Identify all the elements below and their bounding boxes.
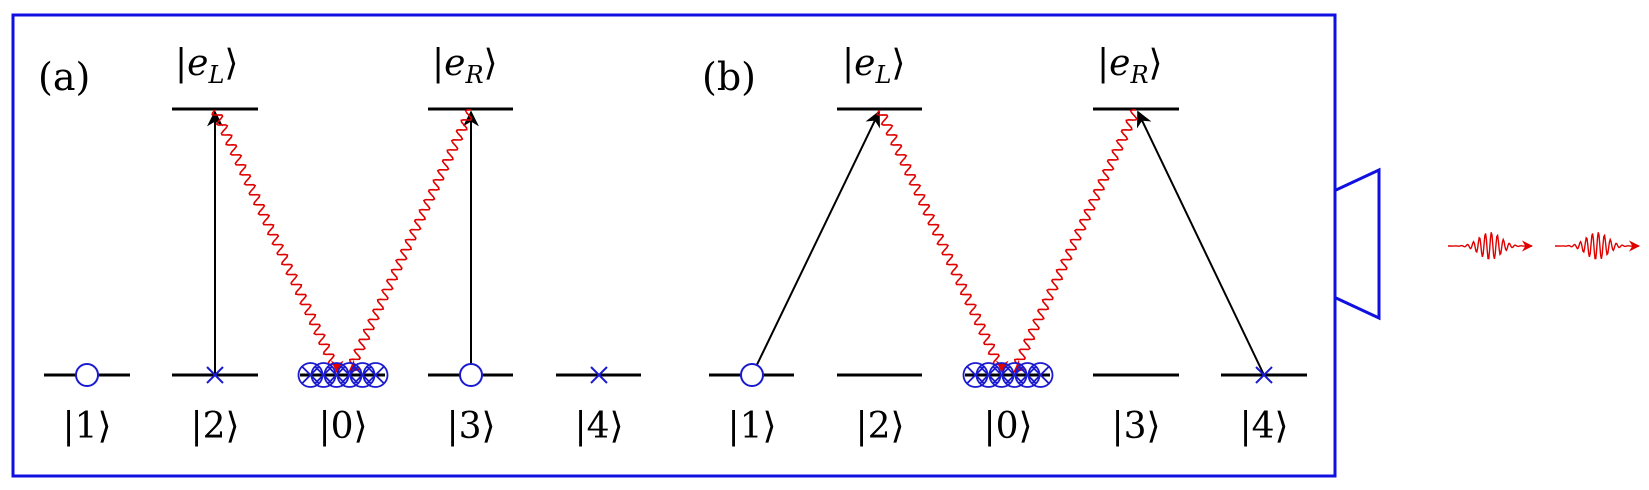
circle-cross-marker-icon	[1027, 362, 1054, 388]
circle-cross-marker-group	[962, 362, 1054, 388]
panel-a-ket-3: |3⟩	[446, 406, 495, 447]
panel-b-decay-eR-0	[1013, 109, 1138, 373]
panel-b-drive-arrow-4-eR	[1137, 110, 1265, 376]
circle-marker-icon	[459, 363, 483, 387]
circle-marker-icon	[740, 363, 764, 387]
panel-b-decay-eL-0	[876, 109, 1009, 374]
panel-b-ket-4: |4⟩	[1239, 406, 1288, 447]
panel-a-ket-2: |2⟩	[190, 406, 239, 447]
panel-a-label-eL: |eL⟩	[175, 43, 238, 89]
circle-cross-marker-group	[297, 362, 389, 388]
panel-a-label: (a)	[38, 55, 90, 99]
panel-a-decay-eR-0	[348, 109, 473, 373]
circle-cross-marker-icon	[1014, 362, 1041, 388]
cross-marker-icon	[206, 366, 224, 384]
panel-b-ket-0: |0⟩	[983, 406, 1032, 447]
panel-b-label-eL: |eL⟩	[842, 43, 905, 89]
panel-b-ket-3: |3⟩	[1111, 406, 1160, 447]
panel-b-drive-arrow-1-eL	[751, 110, 880, 376]
circle-cross-marker-icon	[362, 362, 389, 388]
cross-marker-icon	[1255, 366, 1273, 384]
wavepacket-icon	[1554, 232, 1641, 260]
panel-a-ket-1: |1⟩	[62, 406, 111, 447]
horn-emitter-icon	[1335, 167, 1381, 321]
cavity-frame	[11, 13, 1337, 478]
panel-b-label: (b)	[702, 55, 756, 99]
panel-a-label-eR: |eR⟩	[432, 43, 498, 89]
circle-marker-icon	[75, 363, 99, 387]
panel-b-label-eR: |eR⟩	[1097, 43, 1163, 89]
cross-marker-icon	[590, 366, 608, 384]
panel-a-ket-0: |0⟩	[318, 406, 367, 447]
panel-a-decay-eL-0	[211, 109, 344, 374]
panel-b-ket-2: |2⟩	[855, 406, 904, 447]
panel-b-ket-1: |1⟩	[727, 406, 776, 447]
panel-a-ket-4: |4⟩	[574, 406, 623, 447]
wavepacket-icon	[1447, 232, 1534, 260]
